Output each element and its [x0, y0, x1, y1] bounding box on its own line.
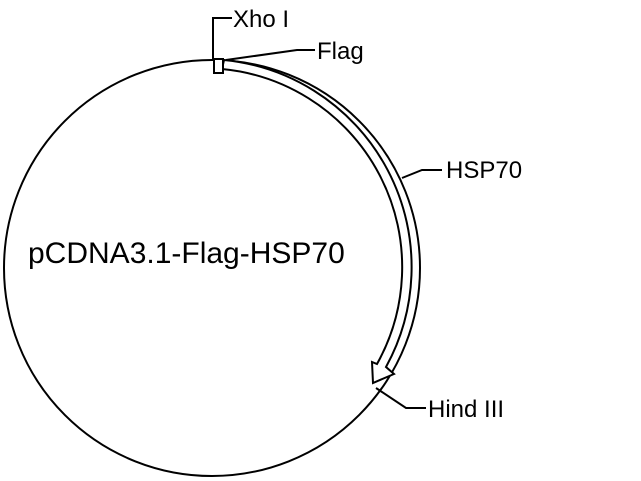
hsp70-leader-line: [401, 169, 442, 179]
flag-leader-line: [225, 49, 315, 61]
plasmid-name: pCDNA3.1-Flag-HSP70: [28, 237, 345, 270]
hind3-label: Hind III: [428, 396, 504, 423]
flag-label: Flag: [317, 38, 364, 65]
xho1-leader-line: [212, 17, 232, 60]
xho1-label: Xho I: [233, 6, 289, 33]
hsp70-label: HSP70: [446, 157, 522, 184]
hind3-leader-line: [375, 387, 426, 409]
flag-tag-box: [213, 58, 224, 74]
hsp70-insert-arrow: [220, 58, 413, 385]
